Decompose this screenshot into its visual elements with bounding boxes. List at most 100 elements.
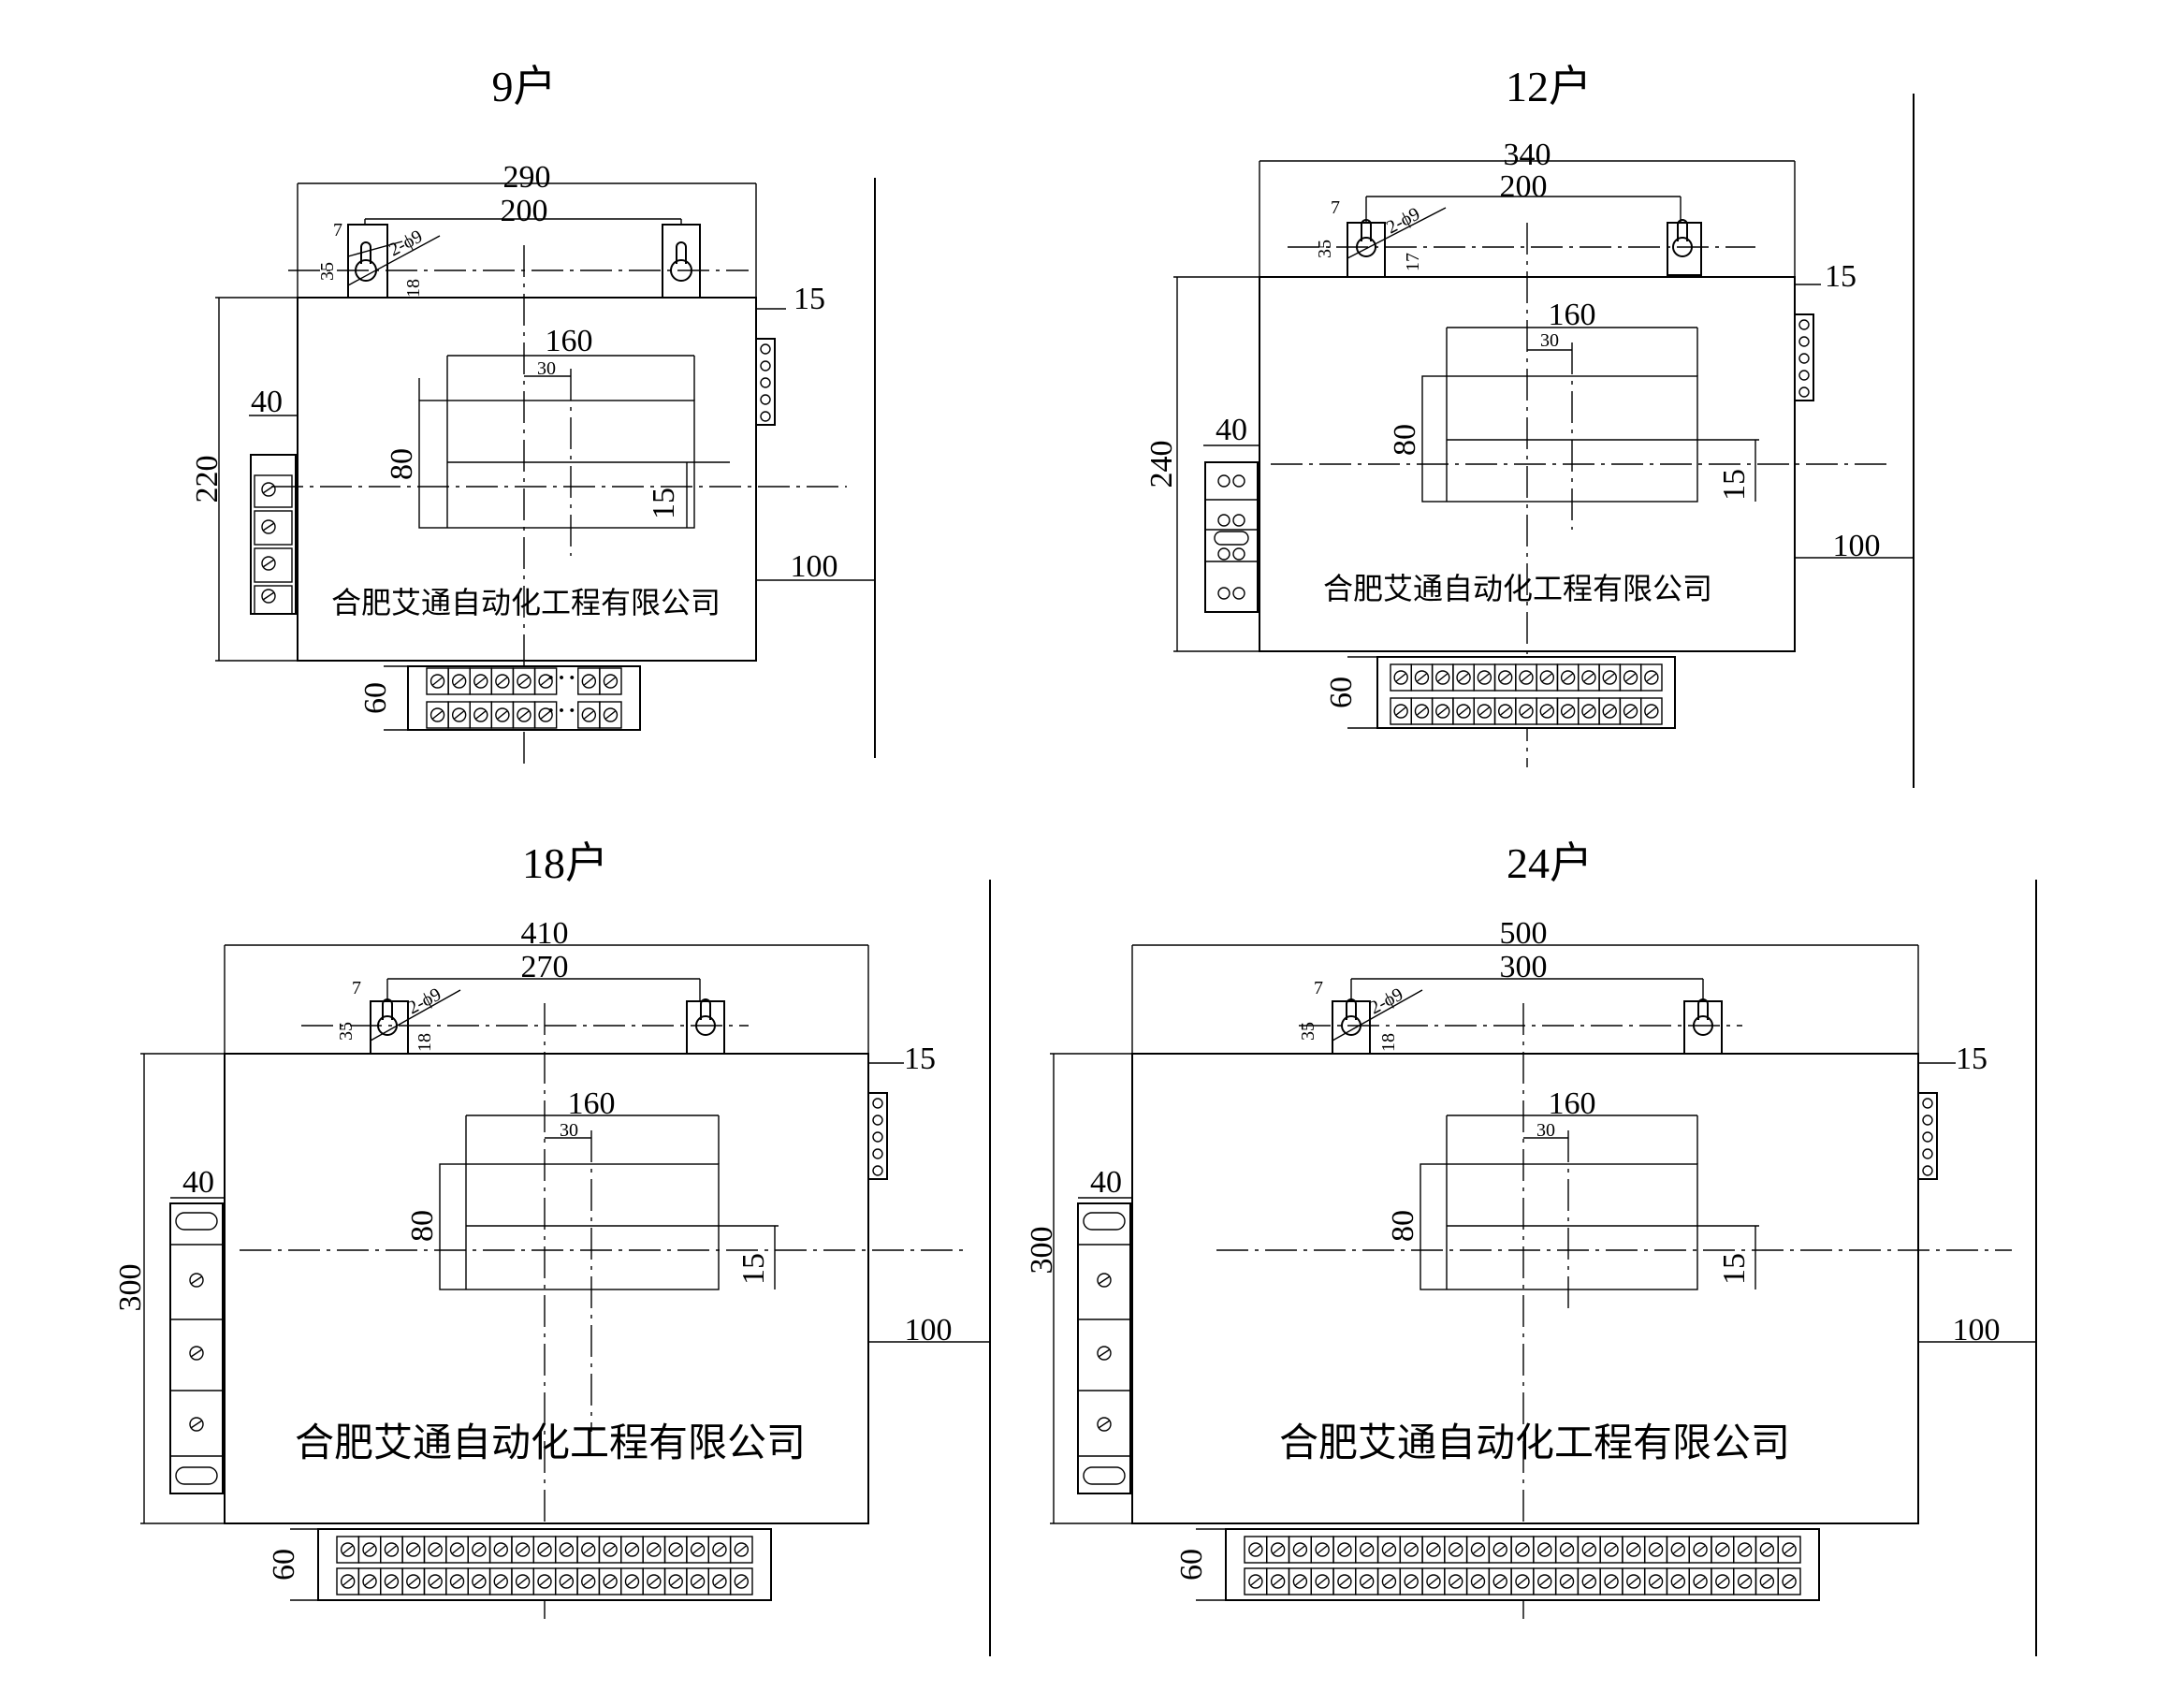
screw-terminal-icon: [1798, 319, 1810, 330]
panel-24: 24户 500 300 7 35 25 18 2-ϕ9 300 40 160 3…: [1025, 839, 2037, 1656]
screw-terminal-icon: [189, 1273, 204, 1288]
dim-height: 220: [190, 456, 225, 503]
dim-wall-gap: 100: [791, 549, 838, 584]
screw-terminal-icon: [1922, 1131, 1933, 1143]
screw-terminal-icon: [760, 377, 771, 388]
dim-window-width: 160: [568, 1086, 616, 1121]
screw-terminal-icon: [1798, 353, 1810, 364]
dim-wall-gap: 100: [905, 1313, 953, 1348]
mount-tab-left: [1347, 222, 1386, 280]
screw-terminal-icon: [1922, 1098, 1933, 1109]
left-terminal-block: [169, 1202, 224, 1494]
dim-hole-spec: 2-ϕ9: [1366, 984, 1406, 1019]
dim-hole-a: 7: [352, 978, 361, 998]
dim-window-width: 160: [1549, 298, 1596, 332]
dim-wall-gap: 100: [1953, 1313, 2001, 1348]
panel-title: 24户: [1507, 839, 1593, 887]
dim-hole-a: 7: [333, 220, 342, 240]
dim-mount-spacing: 300: [1500, 950, 1548, 984]
dim-window-line: 15: [1717, 1253, 1752, 1285]
dim-bottom-strip: 60: [358, 682, 393, 714]
bottom-terminal-strip: [1225, 1528, 1820, 1601]
dim-mount-spacing: 270: [521, 950, 569, 984]
panel-9: 9户 290 200 7 35 25 18 2-ϕ9 220 40 160: [190, 63, 876, 767]
panel-18: 18户 410 270 7 35 25 18 2-ϕ9 300 40 160 3…: [113, 839, 991, 1656]
screw-terminal-icon: [760, 360, 771, 372]
screw-terminal-icon: [1777, 1567, 1801, 1595]
dim-hole-spec: 2-ϕ9: [1383, 204, 1423, 239]
dim-mount-spacing: 200: [501, 194, 548, 228]
left-terminal-block: [1077, 1202, 1131, 1494]
dim-terminal-width: 40: [1216, 413, 1247, 447]
screw-terminal-icon: [872, 1131, 883, 1143]
screw-terminal-icon: [533, 667, 558, 695]
screw-terminal-icon: [729, 1567, 753, 1595]
dim-right-clear: 15: [1956, 1042, 1987, 1076]
dim-hole-spec: 2-ϕ9: [386, 226, 426, 261]
mount-tab-right: [662, 224, 701, 300]
screw-terminal-icon: [1639, 697, 1663, 725]
screw-terminal-icon: [760, 343, 771, 355]
company-name: 合肥艾通自动化工程有限公司: [295, 1420, 806, 1465]
screw-terminal-icon: [599, 667, 622, 695]
panel-title: 18户: [522, 839, 608, 887]
screw-terminal-icon: [872, 1165, 883, 1176]
screw-terminal-icon: [1097, 1346, 1112, 1361]
dim-hole-d: 18: [403, 279, 424, 298]
dim-hole-a: 7: [1331, 197, 1340, 218]
dim-hole-a: 7: [1314, 978, 1323, 998]
screw-terminal-icon: [1777, 1536, 1801, 1564]
left-terminal-block: [1204, 461, 1259, 613]
screw-terminal-icon: [1798, 386, 1810, 398]
screw-terminal-icon: [1217, 514, 1245, 527]
dim-window-offset: 30: [1536, 1120, 1555, 1141]
screw-terminal-icon: [599, 701, 622, 729]
dim-hole-b: 35: [1315, 240, 1335, 258]
terminal-row: [1244, 1536, 1801, 1595]
terminal-ellipsis: ···: [546, 661, 577, 695]
dim-window-offset: 30: [1540, 330, 1559, 351]
panel-12: 12户 340 200 7 35 25 17 2-ϕ9 240 40 160 3…: [1144, 63, 1915, 788]
enclosure-24: [1131, 1053, 1919, 1524]
right-terminal-column: [1917, 1092, 1938, 1180]
dim-terminal-width: 40: [1090, 1165, 1122, 1200]
dim-hole-b: 35: [1298, 1022, 1318, 1041]
dim-window-height: 80: [385, 448, 419, 480]
dim-window-offset: 30: [537, 358, 556, 379]
dim-height: 300: [1025, 1227, 1059, 1275]
dim-terminal-width: 40: [251, 385, 283, 419]
dim-overall-width: 500: [1500, 916, 1548, 951]
dim-window-line: 15: [647, 488, 681, 519]
dim-hole-b: 35: [317, 262, 338, 281]
dim-window-line: 15: [736, 1253, 771, 1285]
dim-right-clear: 15: [904, 1042, 936, 1076]
screw-terminal-icon: [872, 1098, 883, 1109]
right-terminal-column: [755, 338, 776, 426]
screw-terminal-icon: [1217, 547, 1245, 561]
dim-hole-d: 17: [1403, 253, 1423, 271]
panel-title: 9户: [492, 63, 557, 110]
company-name: 合肥艾通自动化工程有限公司: [1279, 1420, 1790, 1465]
screw-terminal-icon: [261, 556, 276, 571]
screw-terminal-icon: [1217, 474, 1245, 488]
screw-terminal-icon: [663, 1536, 688, 1564]
terminal-row: [1390, 663, 1663, 725]
dim-terminal-width: 40: [182, 1165, 214, 1200]
dim-hole-b: 35: [336, 1022, 357, 1041]
screw-terminal-icon: [261, 519, 276, 534]
screw-terminal-icon: [576, 1567, 601, 1595]
bottom-terminal-strip: [407, 665, 641, 731]
dim-right-clear: 15: [1825, 259, 1856, 294]
screw-terminal-icon: [760, 411, 771, 422]
mount-tab-right: [1683, 1000, 1723, 1056]
dim-window-height: 80: [1388, 424, 1422, 456]
screw-terminal-icon: [1922, 1148, 1933, 1159]
terminal-row: [336, 1536, 753, 1595]
dim-window-width: 160: [1549, 1086, 1596, 1121]
dim-bottom-strip: 60: [1174, 1549, 1209, 1581]
mount-tab-right: [686, 1000, 725, 1056]
screw-terminal-icon: [1639, 663, 1663, 692]
screw-terminal-icon: [189, 1417, 204, 1432]
dim-hole-d: 18: [415, 1033, 435, 1052]
